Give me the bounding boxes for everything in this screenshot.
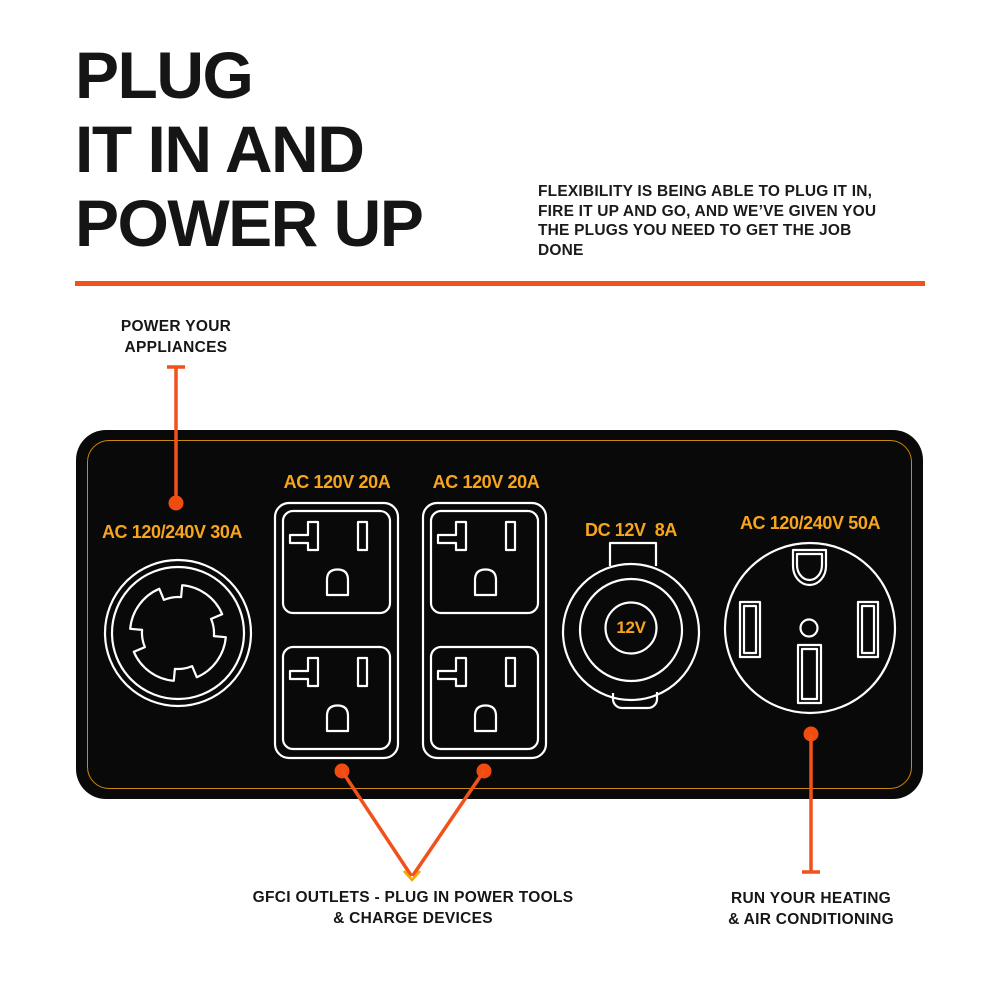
- callout-appliances-line-2: APPLIANCES: [124, 339, 228, 356]
- callout-gfci-line-1: GFCI OUTLETS - PLUG IN POWER TOOLS: [252, 889, 574, 906]
- divider-rule: [75, 281, 925, 286]
- label-duplex-right-20a: AC 120V 20A: [432, 472, 540, 492]
- intro-line-3: THE PLUGS YOU NEED TO GET THE JOB: [538, 222, 852, 240]
- title-line-1: PLUG: [75, 38, 254, 112]
- callout-appliances-line-1: POWER YOUR: [120, 318, 232, 335]
- label-dc-12v-8a: DC 12V 8A: [584, 520, 678, 540]
- label-duplex-left-20a: AC 120V 20A: [283, 472, 391, 492]
- callout-hvac-line-2: & AIR CONDITIONING: [728, 911, 894, 928]
- title-line-3: POWER UP: [75, 186, 424, 260]
- title-line-2: IT IN AND: [75, 112, 365, 186]
- leader-gfci-caret: [403, 870, 421, 882]
- label-range-50a: AC 120/240V 50A: [739, 513, 881, 533]
- intro-paragraph: FLEXIBILITY IS BEING ABLE TO PLUG IT IN,…: [538, 182, 938, 261]
- intro-line-2: FIRE IT UP AND GO, AND WE’VE GIVEN YOU: [538, 202, 877, 220]
- callout-hvac-line-1: RUN YOUR HEATING: [730, 890, 892, 907]
- callout-gfci: GFCI OUTLETS - PLUG IN POWER TOOLS & CHA…: [253, 887, 574, 929]
- intro-line-4: DONE: [538, 242, 584, 260]
- label-twistlock-30a: AC 120/240V 30A: [101, 522, 243, 542]
- page-title: PLUG IT IN AND POWER UP: [75, 38, 424, 260]
- callout-hvac: RUN YOUR HEATING & AIR CONDITIONING: [728, 888, 894, 930]
- intro-line-1: FLEXIBILITY IS BEING ABLE TO PLUG IT IN,: [538, 183, 873, 200]
- label-dc-center-12v: 12V: [616, 618, 646, 637]
- panel-inner-border: [87, 440, 912, 789]
- callout-gfci-line-2: & CHARGE DEVICES: [333, 910, 493, 927]
- callout-appliances: POWER YOUR APPLIANCES: [121, 316, 231, 358]
